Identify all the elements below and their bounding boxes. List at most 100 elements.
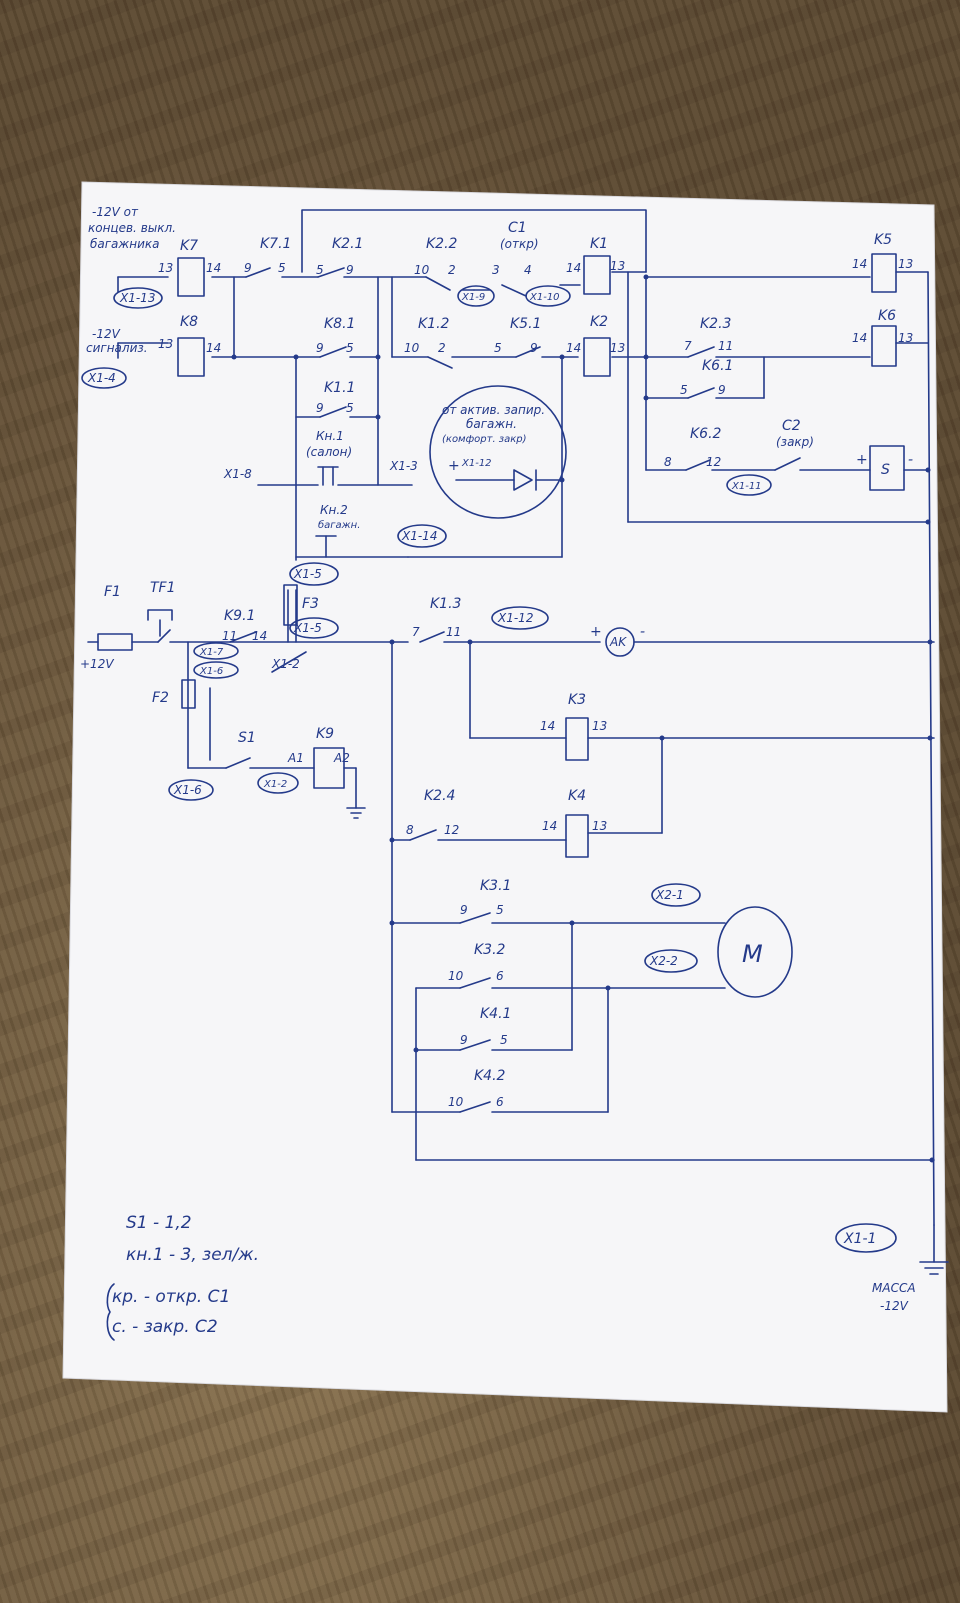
coil-k7 [177, 257, 205, 297]
label-k81-9: 9 [316, 341, 324, 355]
label-c2: C2 [782, 418, 801, 434]
label-motor-m: M [742, 940, 763, 968]
label-k7: K7 [180, 238, 198, 254]
tag-x1-13: X1-13 [119, 291, 155, 305]
label-s1: S1 [238, 730, 256, 746]
label-k2-2: K2.2 [426, 236, 458, 252]
tag-x1-7: X1-7 [199, 647, 224, 658]
label-src-k8-line2: сигнализ. [86, 341, 148, 355]
label-src-k7-line3: багажника [90, 237, 159, 251]
label-ground-line1: МАССА [872, 1281, 916, 1295]
label-k8-1: K8.1 [324, 316, 355, 332]
label-k6-2: K6.2 [690, 426, 722, 442]
label-src-k8-line1: -12V [92, 327, 121, 341]
paper-sheet [62, 181, 948, 1413]
label-k9-1: K9.1 [224, 608, 255, 624]
tag-x1-12: X1-12 [497, 611, 533, 625]
label-k61-5: 5 [680, 383, 688, 397]
label-note-plus: + [448, 458, 460, 474]
label-k3-13: 13 [592, 719, 607, 733]
label-k6-13: 13 [898, 331, 913, 345]
label-kn2-bag: багажн. [318, 519, 360, 531]
label-k1-2: K1.2 [418, 316, 450, 332]
label-c2-close: (закр) [776, 435, 814, 449]
label-k13-11: 11 [446, 625, 461, 639]
coil-k6 [871, 325, 897, 367]
label-k3-2: K3.2 [474, 942, 506, 958]
label-k31-5: 5 [496, 903, 504, 917]
label-k31-9: 9 [460, 903, 468, 917]
motor-m [717, 906, 793, 998]
label-c1-3: 3 [492, 263, 500, 277]
legend-line-4: с. - закр. C2 [112, 1317, 218, 1337]
label-c1-open: (откр) [500, 237, 539, 251]
label-k5-13: 13 [898, 257, 913, 271]
label-plus12v: +12V [80, 657, 114, 671]
label-k23-7: 7 [684, 339, 692, 353]
coil-k5 [871, 253, 897, 293]
tag-x1-5-bottom: X1-5 [293, 621, 322, 635]
label-k13-7: 7 [412, 625, 420, 639]
coil-k8 [177, 337, 205, 377]
tag-x2-1: X2-1 [655, 888, 684, 902]
wiring [87, 209, 949, 1275]
label-k12-10: 10 [404, 341, 420, 355]
solenoid-s [869, 445, 905, 491]
label-c1: C1 [508, 220, 527, 236]
tag-x1-11: X1-11 [731, 481, 762, 492]
label-k2-4: K2.4 [424, 788, 455, 804]
label-k42-10: 10 [448, 1095, 464, 1109]
tag-x1-5-top: X1-5 [293, 567, 322, 581]
label-k2-3: K2.3 [700, 316, 731, 332]
label-solenoid-s: S [881, 462, 890, 478]
label-k5: K5 [874, 232, 892, 248]
label-kn2: Кн.2 [320, 503, 348, 517]
label-note-line1: от актив. запир. [442, 403, 545, 417]
label-note-line3: (комфорт. закр) [442, 434, 527, 445]
label-k6-1: K6.1 [702, 358, 733, 374]
label-k41-9: 9 [460, 1033, 468, 1047]
fuse-f2 [181, 679, 196, 709]
label-k42-6: 6 [496, 1095, 504, 1109]
label-k8: K8 [180, 314, 198, 330]
label-k71-9: 9 [244, 261, 252, 275]
coil-k9 [313, 747, 345, 789]
label-k4-2: K4.2 [474, 1068, 506, 1084]
label-k1-3: K1.3 [430, 596, 461, 612]
label-k5-1: K5.1 [510, 316, 541, 332]
terminal-tags [81, 274, 935, 1253]
legend-line-2: кн.1 - 3, зел/ж. [126, 1245, 259, 1265]
tag-x1-8: X1-8 [223, 467, 252, 481]
tag-x1-10: X1-10 [529, 292, 560, 303]
label-k1-1: K1.1 [324, 380, 355, 396]
label-ak: AK [609, 635, 627, 649]
tag-x1-3: X1-3 [389, 459, 418, 473]
label-k3: K3 [568, 692, 586, 708]
label-k3-1: K3.1 [480, 878, 511, 894]
label-k11-5: 5 [346, 401, 354, 415]
diode-icon [513, 469, 533, 491]
label-tf1: TF1 [150, 580, 176, 596]
tag-x2-2: X2-2 [649, 954, 678, 968]
label-k51-5: 5 [494, 341, 502, 355]
label-f1: F1 [104, 584, 121, 600]
label-k22-10: 10 [414, 263, 430, 277]
label-k2: K2 [590, 314, 608, 330]
label-k1-14: 14 [566, 261, 581, 275]
label-ground-line2: -12V [880, 1299, 909, 1313]
label-k4: K4 [568, 788, 586, 804]
note-ring [429, 385, 567, 519]
label-k62-12: 12 [706, 455, 721, 469]
switch-contacts [147, 267, 801, 1113]
label-k32-6: 6 [496, 969, 504, 983]
buzzer-ak [605, 627, 635, 657]
label-k2-1: K2.1 [332, 236, 363, 252]
label-k1: K1 [590, 236, 608, 252]
label-k4-1: K4.1 [480, 1006, 511, 1022]
label-ak-minus: - [640, 624, 645, 640]
tag-x1-9: X1-9 [461, 292, 485, 303]
label-k61-9: 9 [718, 383, 726, 397]
coils-fuses [97, 253, 905, 998]
label-solenoid-minus: - [908, 452, 913, 468]
